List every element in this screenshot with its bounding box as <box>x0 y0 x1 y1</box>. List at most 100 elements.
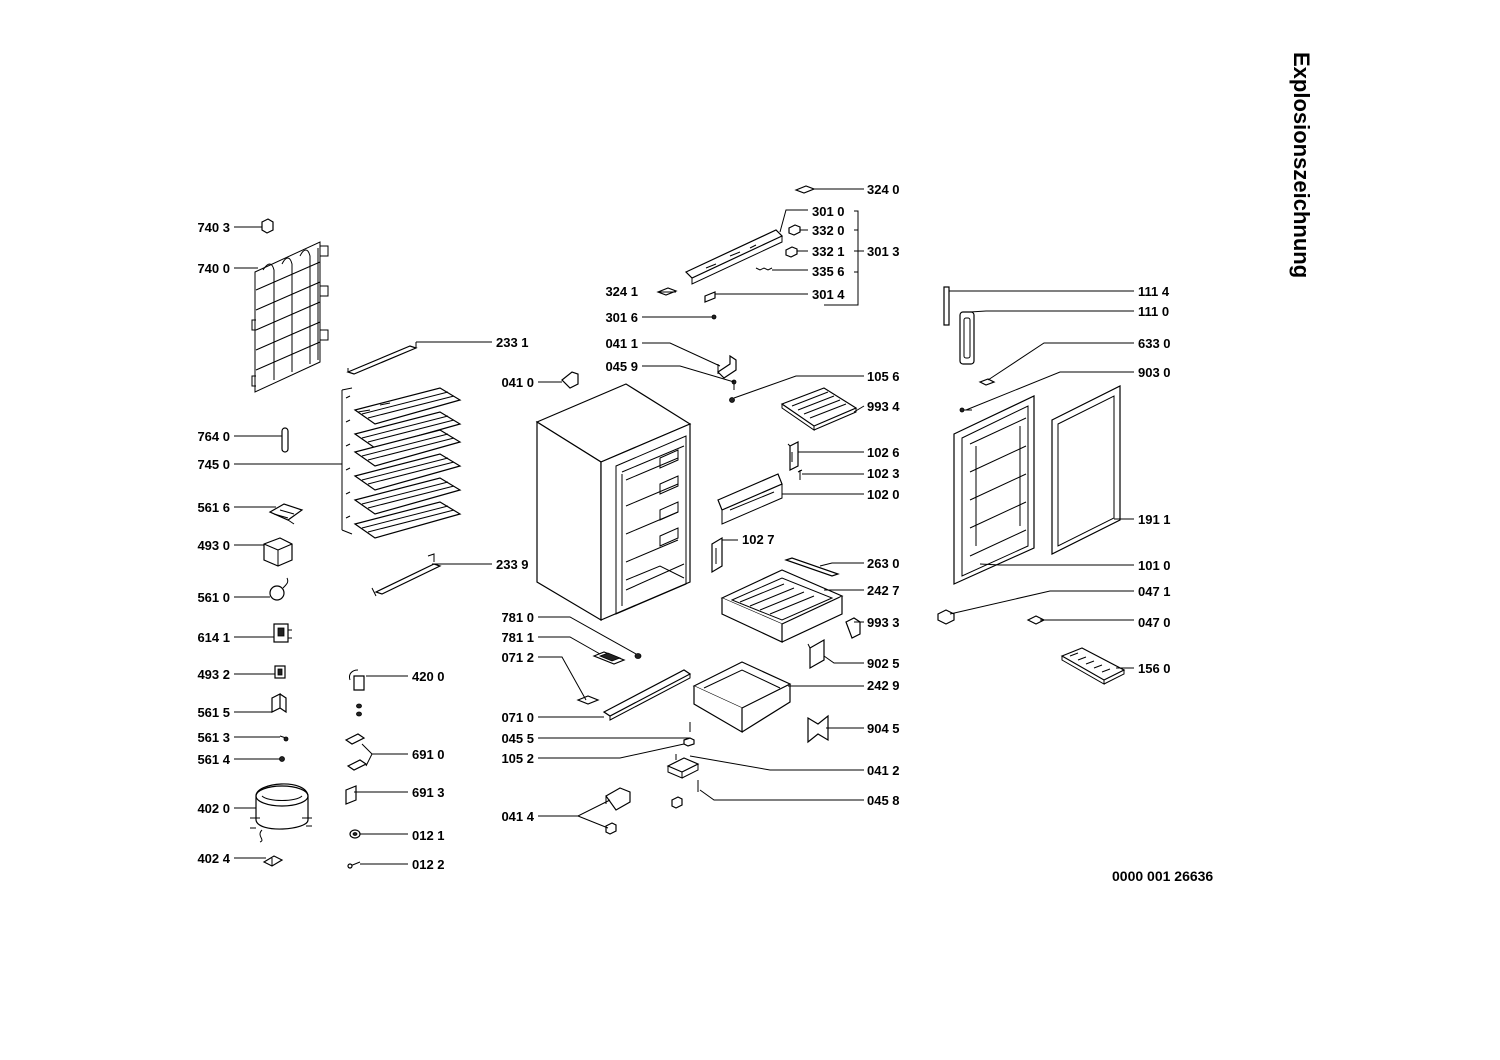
label-041-0: 041 0 <box>501 375 534 390</box>
door-inner-drawing <box>953 395 1035 585</box>
part-012-2-drawing <box>347 861 361 869</box>
label-335-6: 335 6 <box>812 264 845 279</box>
label-233-1: 233 1 <box>496 335 529 350</box>
label-301-3: 301 3 <box>867 244 900 259</box>
label-691-3: 691 3 <box>412 785 445 800</box>
cabinet-body-drawing <box>535 383 692 622</box>
part-111-4-drawing <box>943 286 950 326</box>
part-691-3-drawing <box>345 785 357 805</box>
label-301-0: 301 0 <box>812 204 845 219</box>
label-324-0: 324 0 <box>867 182 900 197</box>
part-labels: 740 3 740 0 764 0 745 0 561 6 493 0 561 … <box>197 182 1170 872</box>
wire-shelves-drawing <box>341 387 462 539</box>
label-012-2: 012 2 <box>412 857 445 872</box>
label-191-1: 191 1 <box>1138 512 1171 527</box>
label-047-1: 047 1 <box>1138 584 1171 599</box>
label-993-4: 993 4 <box>867 399 900 414</box>
part-493-0-drawing <box>263 537 293 567</box>
label-012-1: 012 1 <box>412 828 445 843</box>
part-041-1-drawing <box>717 354 737 379</box>
part-420-0-drawing <box>349 669 365 717</box>
label-045-8: 045 8 <box>867 793 900 808</box>
part-041-4-drawing <box>605 787 631 835</box>
label-745-0: 745 0 <box>197 457 230 472</box>
label-041-2: 041 2 <box>867 763 900 778</box>
drawing-number: 0000 001 26636 <box>1112 868 1213 884</box>
label-233-9: 233 9 <box>496 557 529 572</box>
label-111-0: 111 0 <box>1138 304 1169 319</box>
label-105-2: 105 2 <box>501 751 534 766</box>
part-402-4-drawing <box>262 855 284 867</box>
label-242-7: 242 7 <box>867 583 900 598</box>
control-panel-drawing <box>684 229 784 285</box>
label-781-1: 781 1 <box>501 630 534 645</box>
shelf-rail-top-drawing <box>346 342 418 375</box>
part-012-1-drawing <box>349 829 361 839</box>
part-102-7-drawing <box>711 536 723 574</box>
label-614-1: 614 1 <box>197 630 230 645</box>
label-102-0: 102 0 <box>867 487 900 502</box>
label-102-7: 102 7 <box>742 532 775 547</box>
diagram-title: Explosionszeichnung <box>1289 52 1314 278</box>
part-105-6-drawing <box>729 397 735 403</box>
part-105-2-drawing <box>683 737 695 747</box>
part-493-2-drawing <box>274 665 286 679</box>
shelf-rail-bottom-drawing <box>371 553 442 597</box>
part-561-6-drawing <box>268 503 304 525</box>
label-332-1: 332 1 <box>812 244 845 259</box>
part-561-5-drawing <box>271 693 287 714</box>
part-071-0-drawing <box>602 669 692 721</box>
label-561-0: 561 0 <box>197 590 230 605</box>
part-902-5-drawing <box>807 638 825 670</box>
label-332-0: 332 0 <box>812 223 845 238</box>
label-740-0: 740 0 <box>197 261 230 276</box>
label-740-3: 740 3 <box>197 220 230 235</box>
part-041-2-drawing <box>666 754 700 779</box>
label-902-5: 902 5 <box>867 656 900 671</box>
part-335-6-drawing <box>755 267 773 271</box>
part-993-4-drawing <box>780 387 858 431</box>
label-301-6: 301 6 <box>605 310 638 325</box>
label-102-6: 102 6 <box>867 445 900 460</box>
label-561-4: 561 4 <box>197 752 230 767</box>
part-263-0-drawing <box>784 557 840 577</box>
label-691-0: 691 0 <box>412 747 445 762</box>
condenser-grid-drawing <box>251 241 329 393</box>
label-781-0: 781 0 <box>501 610 534 625</box>
label-071-2: 071 2 <box>501 650 534 665</box>
drawer-upper-drawing <box>720 569 844 643</box>
part-332-0-drawing <box>788 224 801 236</box>
label-263-0: 263 0 <box>867 556 900 571</box>
part-324-0-drawing <box>794 185 816 194</box>
part-041-0-drawing <box>561 371 579 389</box>
part-561-0-drawing <box>269 577 289 601</box>
label-633-0: 633 0 <box>1138 336 1171 351</box>
label-420-0: 420 0 <box>412 669 445 684</box>
part-047-1-drawing <box>937 609 955 625</box>
leader-lines <box>234 188 1134 865</box>
part-614-1-drawing <box>273 623 292 643</box>
label-047-0: 047 0 <box>1138 615 1171 630</box>
label-993-3: 993 3 <box>867 615 900 630</box>
label-071-0: 071 0 <box>501 710 534 725</box>
drawer-lower-drawing <box>692 661 792 734</box>
label-101-0: 101 0 <box>1138 558 1171 573</box>
label-561-3: 561 3 <box>197 730 230 745</box>
part-993-3-drawing <box>845 617 861 639</box>
label-493-0: 493 0 <box>197 538 230 553</box>
part-781-0-drawing <box>634 653 642 659</box>
compressor-drawing <box>250 783 312 843</box>
label-045-9: 045 9 <box>605 359 638 374</box>
part-691-0-drawing <box>344 733 368 771</box>
part-781-1-drawing <box>592 651 626 665</box>
ice-tray-drawing <box>1060 647 1126 685</box>
label-904-5: 904 5 <box>867 721 900 736</box>
part-071-2-drawing <box>576 695 600 705</box>
label-111-4: 111 4 <box>1138 284 1170 299</box>
freezer-flap-drawing <box>717 473 783 525</box>
label-324-1: 324 1 <box>605 284 638 299</box>
label-041-4: 041 4 <box>501 809 534 824</box>
label-561-5: 561 5 <box>197 705 230 720</box>
label-105-6: 105 6 <box>867 369 900 384</box>
